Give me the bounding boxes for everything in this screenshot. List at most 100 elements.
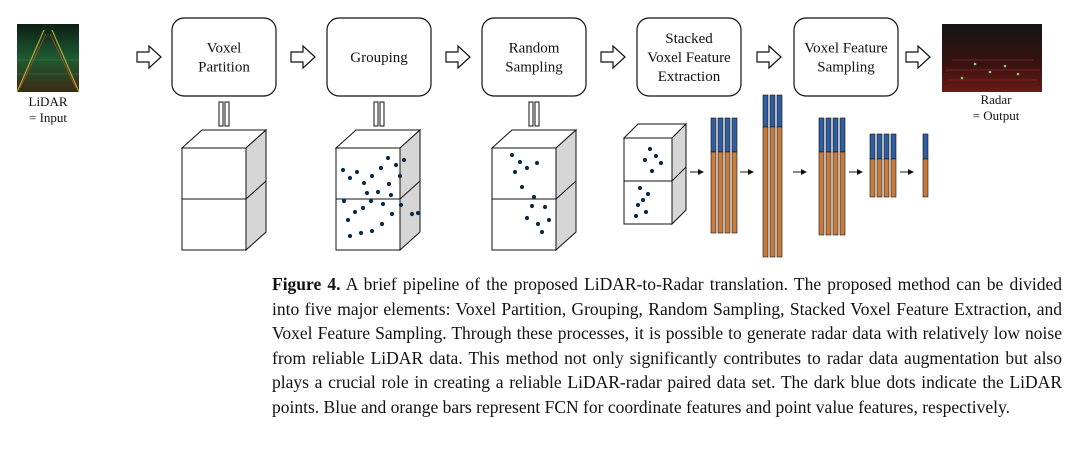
lidar-point xyxy=(369,173,375,179)
fcn-bar xyxy=(710,117,717,234)
lidar-point xyxy=(653,153,659,159)
lidar-point xyxy=(658,160,664,166)
lidar-point xyxy=(340,167,346,173)
figure-caption: Figure 4. A brief pipeline of the propos… xyxy=(272,272,1062,419)
stage-label: Partition xyxy=(198,60,250,76)
fcn-bar xyxy=(717,117,724,234)
fcn-bar xyxy=(825,117,832,236)
fcn-bar xyxy=(818,117,825,236)
stage-box-2: Grouping xyxy=(326,17,432,97)
lidar-point xyxy=(535,221,541,227)
pipeline-arrow xyxy=(136,44,162,70)
lidar-point xyxy=(360,205,366,211)
lidar-point xyxy=(517,159,523,165)
lidar-point xyxy=(539,229,545,235)
lidar-point xyxy=(347,175,353,181)
fcn-bar xyxy=(869,133,876,198)
grouping-lidar-points xyxy=(340,155,421,239)
pipeline-arrow xyxy=(445,44,471,70)
fcn-bar xyxy=(876,133,883,198)
lidar-point xyxy=(633,213,639,219)
lidar-point xyxy=(345,217,351,223)
lidar-point xyxy=(524,215,530,221)
lidar-point xyxy=(385,155,391,161)
lidar-point xyxy=(649,168,655,174)
lidar-point xyxy=(529,203,535,209)
lidar-point xyxy=(415,210,421,216)
pipeline-arrow xyxy=(756,44,782,70)
lidar-point xyxy=(398,202,404,208)
fcn-feature-bars xyxy=(710,94,929,258)
lidar-point xyxy=(397,173,403,179)
lidar-point xyxy=(509,152,515,158)
stage-label: Random xyxy=(509,41,560,57)
lidar-point xyxy=(531,194,537,200)
lidar-point xyxy=(534,160,540,166)
fcn-bar xyxy=(731,117,738,234)
feature-extraction-cube xyxy=(622,122,688,226)
stage-label: Sampling xyxy=(817,60,875,76)
lidar-point xyxy=(379,221,385,227)
lidar-point xyxy=(388,192,394,198)
pipeline-arrow xyxy=(905,44,931,70)
grouping-cube xyxy=(334,128,422,252)
voxel-partition-cube xyxy=(180,128,268,252)
fcn-bar xyxy=(832,117,839,236)
output-label-line2: = Output xyxy=(973,108,1020,123)
lidar-point xyxy=(369,228,375,234)
pipeline-diagram: LiDAR = Input Radar = Output VoxelPartit… xyxy=(16,17,1042,258)
lidar-point xyxy=(361,180,367,186)
fcn-bar xyxy=(762,94,769,258)
stage-label: Voxel Feature xyxy=(804,41,888,57)
fcn-bar xyxy=(890,133,897,198)
lidar-point xyxy=(358,230,364,236)
lidar-point xyxy=(386,181,392,187)
stage-label: Grouping xyxy=(350,50,408,66)
double-bar-marker xyxy=(218,101,230,127)
pipeline-arrow xyxy=(600,44,626,70)
lidar-point xyxy=(347,233,353,239)
lidar-point xyxy=(368,198,374,204)
fcn-bar xyxy=(724,117,731,234)
input-label-line1: LiDAR xyxy=(29,94,68,109)
stage-label: Extraction xyxy=(658,69,721,85)
lidar-input-image xyxy=(16,24,80,93)
lidar-point xyxy=(546,217,552,223)
stage-label: Voxel xyxy=(207,41,242,57)
extraction-lidar-points xyxy=(633,146,664,219)
stage-label: Stacked xyxy=(665,31,713,47)
double-bar-marker xyxy=(373,101,385,127)
lidar-point xyxy=(389,211,395,217)
lidar-point xyxy=(642,157,648,163)
lidar-point xyxy=(401,157,407,163)
lidar-point xyxy=(375,189,381,195)
stage-label: Sampling xyxy=(505,60,563,76)
lidar-point xyxy=(512,169,518,175)
fcn-bar xyxy=(922,133,929,198)
lidar-point xyxy=(380,201,386,207)
stage-label: Voxel Feature xyxy=(647,50,731,66)
lidar-point xyxy=(542,204,548,210)
pipeline-arrow xyxy=(290,44,316,70)
output-label-line1: Radar xyxy=(980,92,1012,107)
lidar-point xyxy=(364,190,370,196)
sampling-lidar-points xyxy=(509,152,552,235)
lidar-point xyxy=(637,185,643,191)
lidar-point xyxy=(643,209,649,215)
lidar-point xyxy=(635,202,641,208)
fcn-bar xyxy=(769,94,776,258)
caption-text: A brief pipeline of the proposed LiDAR-t… xyxy=(272,274,1062,417)
radar-output-image xyxy=(942,24,1042,92)
random-sampling-cube xyxy=(490,128,578,252)
fcn-bar xyxy=(776,94,783,258)
lidar-point xyxy=(409,211,415,217)
lidar-point xyxy=(519,184,525,190)
lidar-point xyxy=(354,169,360,175)
figure-label: Figure 4. xyxy=(272,274,341,294)
double-bar-marker xyxy=(528,101,540,127)
lidar-point xyxy=(524,165,530,171)
lidar-point xyxy=(393,162,399,168)
